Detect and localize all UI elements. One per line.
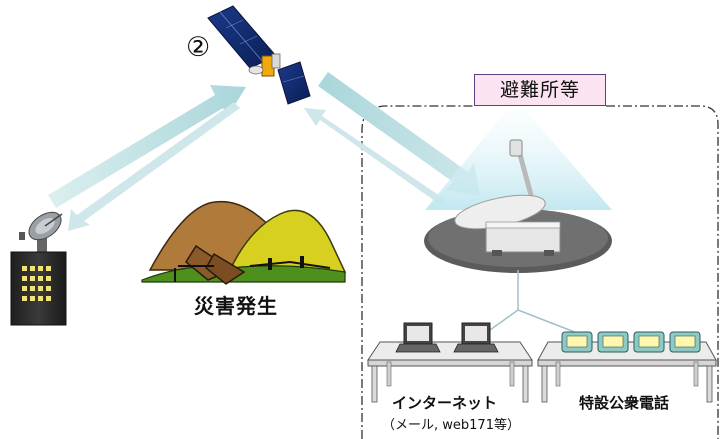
laptop-icon [395,322,441,353]
satellite-icon [207,5,311,105]
network-connection-lines [475,270,591,341]
step-marker: ② [186,32,211,63]
downlink-arrow-satellite-to-ground [68,102,240,231]
mountain-landslide-icon [141,200,347,285]
internet-table [367,322,533,403]
satellite-dish-terminal-icon [424,110,612,273]
public-phone-icon [669,331,701,353]
public-phone-icon [561,331,593,353]
phone-table [537,331,717,403]
special-public-phone-label: 特設公衆電話 [579,394,670,412]
uplink-arrow-shelter-to-satellite [304,108,446,206]
internet-note: （メール, web171等） [382,418,520,433]
uplink-arrow-ground-to-satellite [48,85,246,208]
public-phone-icon [597,331,629,353]
shelter-label: 避難所等 [474,74,606,106]
public-phone-icon [633,331,665,353]
ground-station-antenna-icon [19,211,63,252]
table-icon [367,341,533,361]
downlink-arrow-satellite-to-shelter [318,72,480,196]
laptop-icon [453,322,499,353]
internet-label: インターネット [392,394,498,412]
disaster-label: 災害発生 [194,294,278,318]
link-arrows [48,72,480,231]
building-icon [10,251,67,326]
